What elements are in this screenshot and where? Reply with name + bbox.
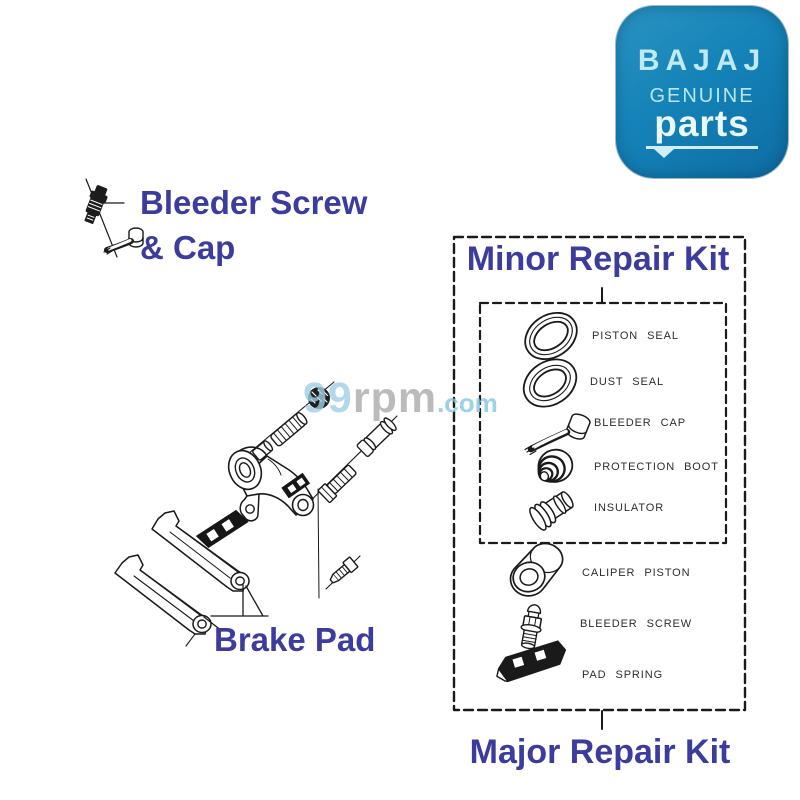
logo-chevron-icon <box>654 149 674 158</box>
slider-pin-icon <box>356 417 397 457</box>
pin-bolt-icon <box>317 464 357 504</box>
part-label-piston-seal: PISTON SEAL <box>592 330 679 342</box>
bleeder-screw-icon <box>520 604 543 650</box>
minor-repair-kit-title: Minor Repair Kit <box>466 240 730 278</box>
insulator-icon <box>529 491 574 531</box>
minor-kit-part-drawings <box>522 311 591 531</box>
part-label-caliper-piston: CALIPER PISTON <box>582 567 691 579</box>
brake-pad-lower-icon <box>114 554 212 647</box>
bleeder-screw-cap-label-line1: Bleeder Screw <box>140 184 368 221</box>
caliper-bracket-icon <box>227 446 315 522</box>
logo-brand-text: BAJAJ <box>637 44 767 77</box>
slide-bolt-sleeve-icon <box>270 412 308 447</box>
dust-seal-icon <box>522 358 578 408</box>
bleeder-screw-cap-icon <box>84 178 144 258</box>
logo-underline <box>646 146 758 158</box>
brake-pad-upper-icon <box>151 510 250 592</box>
major-repair-kit-box <box>452 235 747 712</box>
piston-seal-icon <box>524 311 578 361</box>
protection-boot-icon <box>537 448 574 483</box>
caliper-exploded-drawing <box>114 381 398 647</box>
bleeder-cap-icon <box>524 413 591 456</box>
pad-spring-icon <box>496 640 567 683</box>
part-label-bleeder-screw: BLEEDER SCREW <box>580 618 693 630</box>
part-label-insulator: INSULATOR <box>594 502 665 514</box>
slide-pin-knob-icon <box>308 387 330 409</box>
part-label-bleeder-cap: BLEEDER CAP <box>594 417 686 429</box>
caliper-piston-icon <box>509 542 564 597</box>
retainer-clip-icon <box>281 472 311 499</box>
part-label-protection-boot: PROTECTION BOOT <box>594 461 719 473</box>
brake-pad-callout-lines <box>203 584 269 632</box>
logo-genuine-text: GENUINE <box>649 85 755 107</box>
major-kit-part-drawings <box>496 542 567 683</box>
part-label-dust-seal: DUST SEAL <box>590 376 665 388</box>
bleeder-screw-cap-label-line2: & Cap <box>140 229 236 266</box>
mount-bolt-icon <box>329 556 359 584</box>
brake-pad-label: Brake Pad <box>214 621 376 658</box>
part-label-pad-spring: PAD SPRING <box>582 669 664 681</box>
pad-spring-drawing-icon <box>195 509 249 549</box>
minor-repair-kit-box <box>478 301 728 545</box>
bajaj-genuine-parts-logo: BAJAJ GENUINE parts <box>616 6 788 178</box>
logo-parts-text: parts <box>654 103 750 144</box>
major-repair-kit-title: Major Repair Kit <box>469 733 731 771</box>
